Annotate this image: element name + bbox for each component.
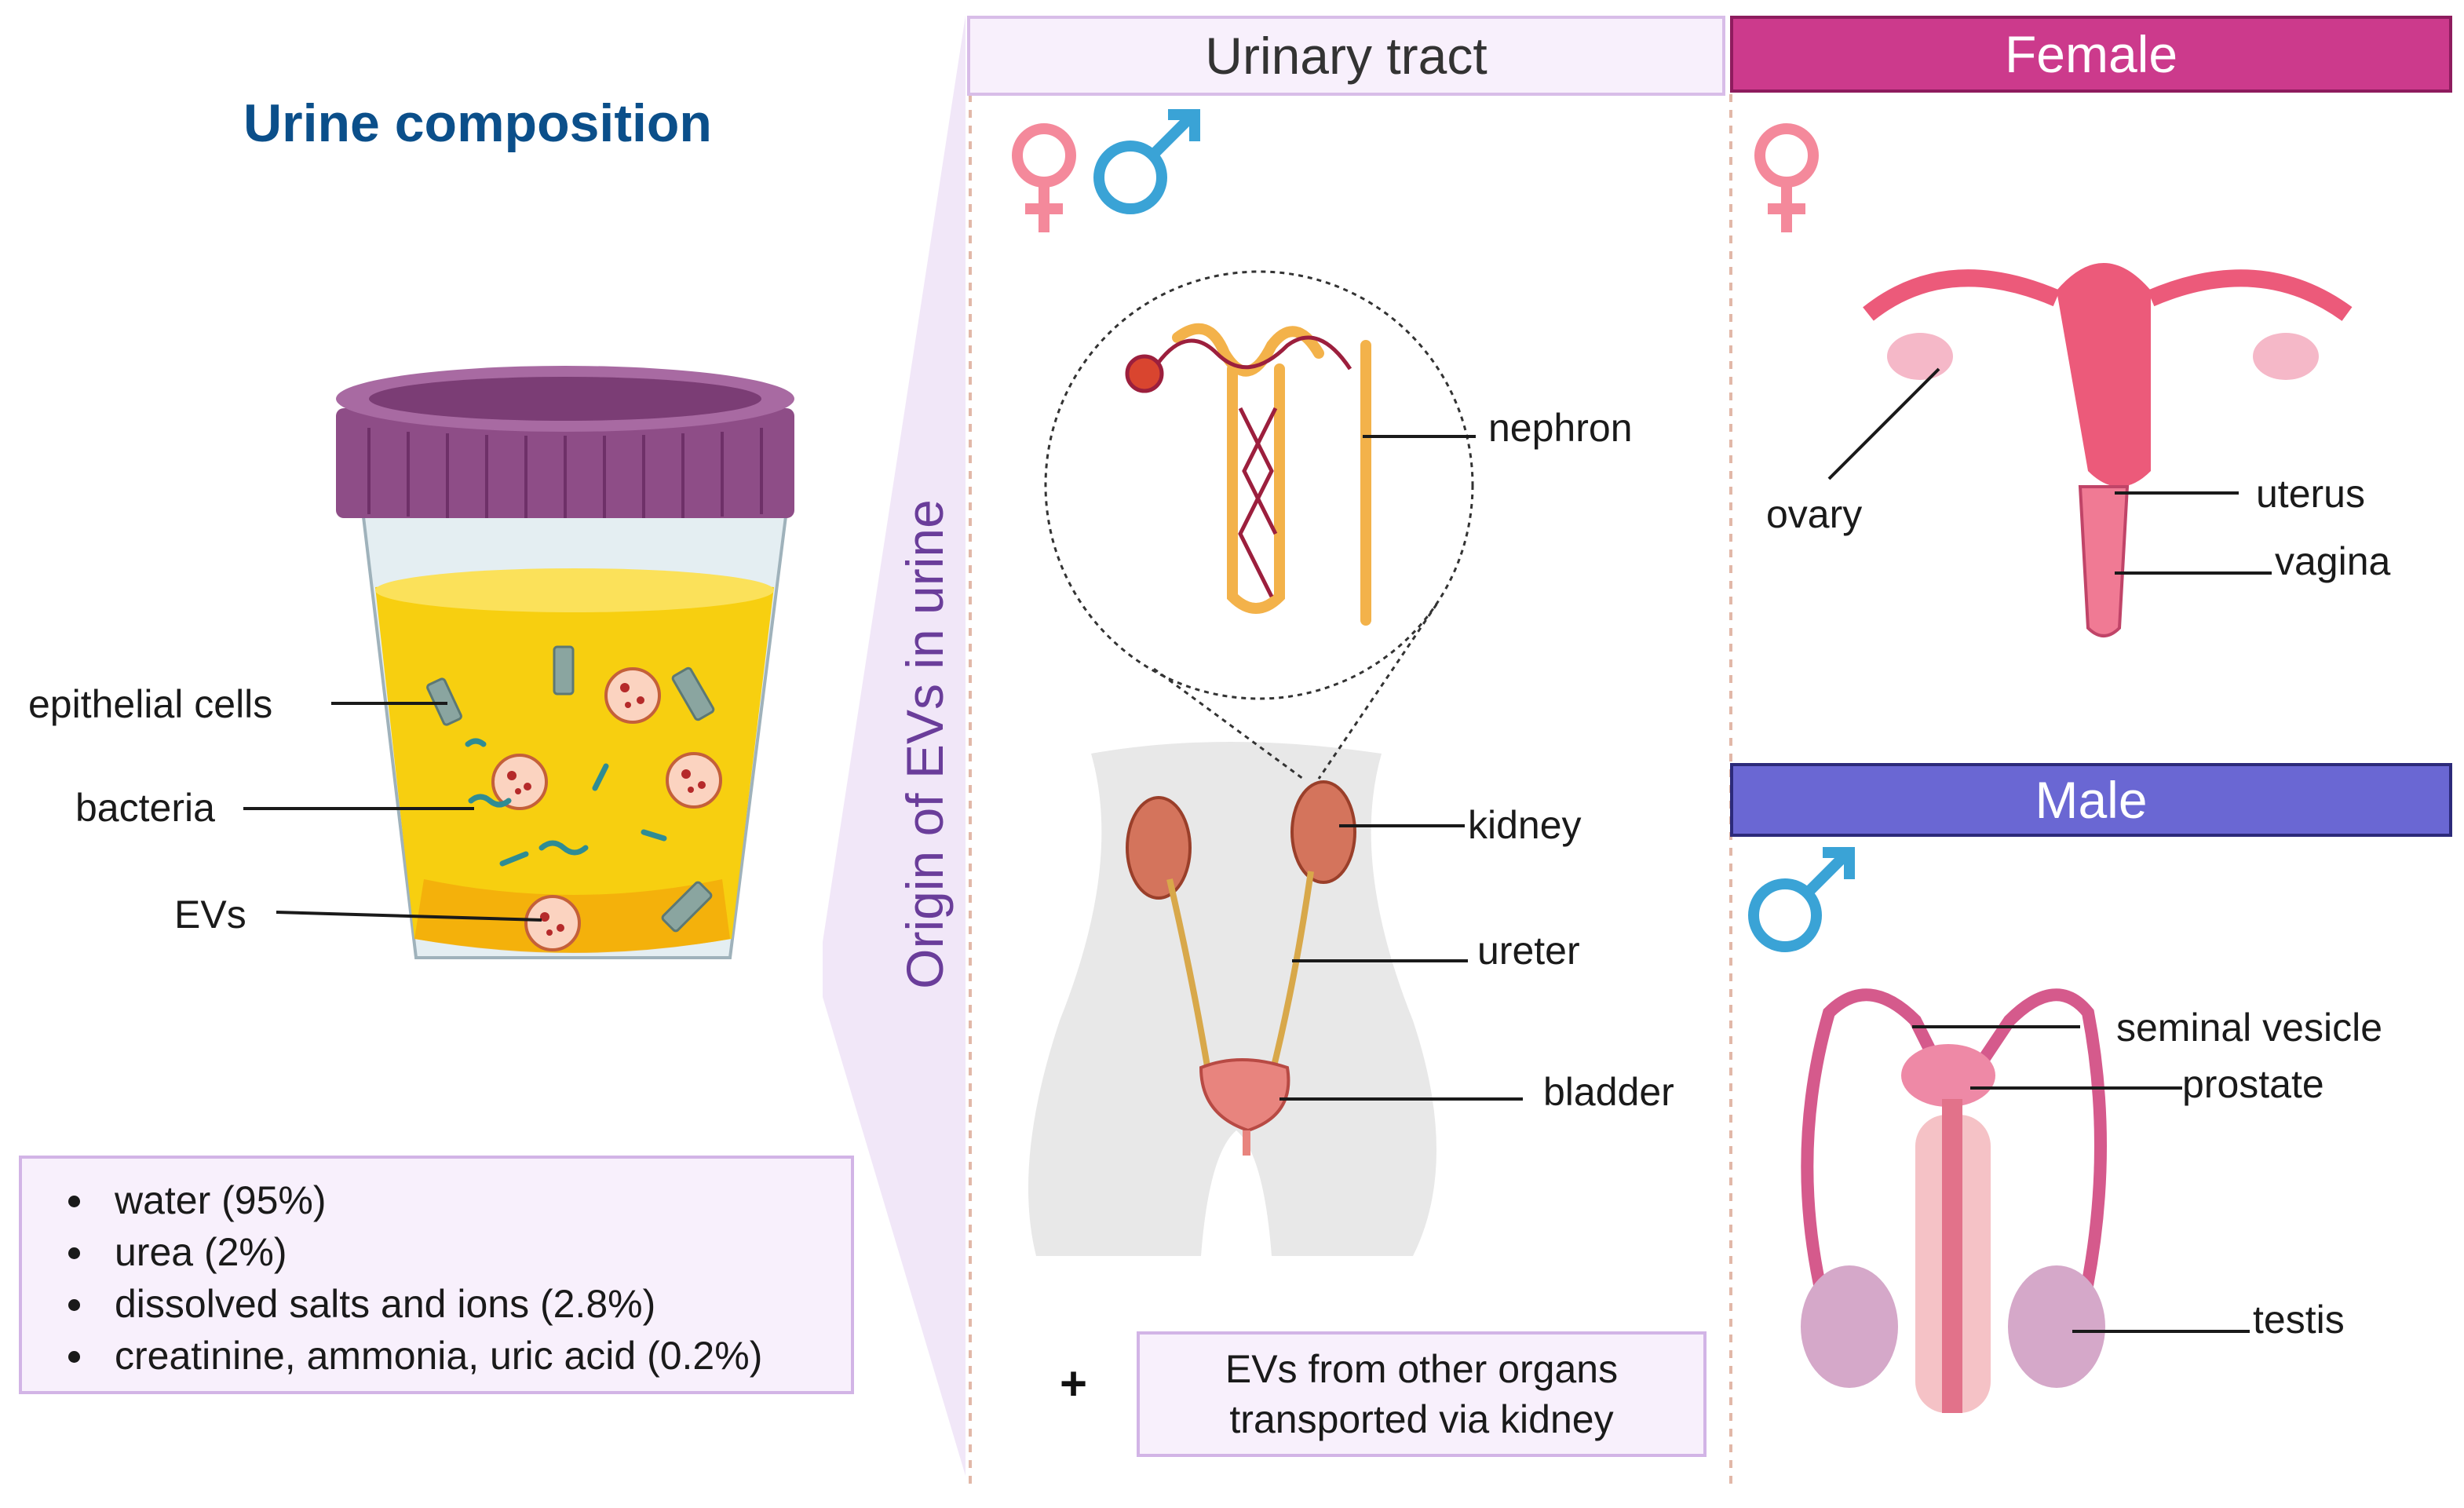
composition-list: water (95%) urea (2%) dissolved salts an… xyxy=(53,1174,851,1382)
label-kidney: kidney xyxy=(1468,803,1582,847)
female-anatomy xyxy=(1863,263,2353,637)
label-epithelial-cells: epithelial cells xyxy=(28,682,273,726)
male-symbol-icon xyxy=(1093,109,1200,214)
label-nephron: nephron xyxy=(1488,406,1633,450)
urine-liquid xyxy=(375,576,774,952)
epithelial-cells xyxy=(426,645,715,933)
label-ureter: ureter xyxy=(1477,929,1580,973)
other-organs-line-2: transported via kidney xyxy=(1229,1397,1614,1441)
composition-box: water (95%) urea (2%) dissolved salts an… xyxy=(19,1156,854,1394)
urinary-tract-header: Urinary tract xyxy=(967,16,1725,96)
bacteria-cluster xyxy=(465,738,667,867)
female-symbol-icon xyxy=(1012,123,1076,232)
label-uterus: uterus xyxy=(2256,472,2365,516)
label-vagina: vagina xyxy=(2275,539,2391,583)
ev-particles xyxy=(491,667,722,951)
composition-item: dissolved salts and ions (2.8%) xyxy=(97,1278,851,1330)
urine-cup xyxy=(336,366,794,959)
male-header: Male xyxy=(1730,763,2452,837)
other-organs-line-1: EVs from other organs xyxy=(1225,1347,1619,1391)
composition-item: urea (2%) xyxy=(97,1226,851,1278)
body-silhouette xyxy=(1028,742,1436,1256)
composition-item: water (95%) xyxy=(97,1174,851,1226)
female-header: Female xyxy=(1730,16,2452,93)
label-bladder: bladder xyxy=(1543,1070,1674,1114)
label-evs: EVs xyxy=(174,893,246,937)
evs-leader xyxy=(276,911,542,922)
other-organs-box: EVs from other organs transported via ki… xyxy=(1137,1331,1707,1457)
label-bacteria: bacteria xyxy=(75,786,215,830)
ovary-leader xyxy=(1827,367,1940,480)
label-testis: testis xyxy=(2253,1298,2345,1342)
label-prostate: prostate xyxy=(2182,1062,2324,1106)
composition-item: creatinine, ammonia, uric acid (0.2%) xyxy=(97,1330,851,1382)
page-title: Urine composition xyxy=(243,93,712,153)
label-ovary: ovary xyxy=(1766,492,1863,536)
origin-label: Origin of EVs in urine xyxy=(896,499,954,989)
urinary-organs xyxy=(1126,780,1356,1156)
nephron-circle xyxy=(1044,270,1474,780)
origin-funnel xyxy=(823,16,966,1476)
label-seminal-vesicle: seminal vesicle xyxy=(2116,1006,2383,1050)
male-symbol-icon xyxy=(1748,847,1855,952)
plus-sign: + xyxy=(1060,1357,1088,1410)
female-symbol-icon xyxy=(1754,123,1819,232)
male-anatomy xyxy=(1801,988,2107,1413)
